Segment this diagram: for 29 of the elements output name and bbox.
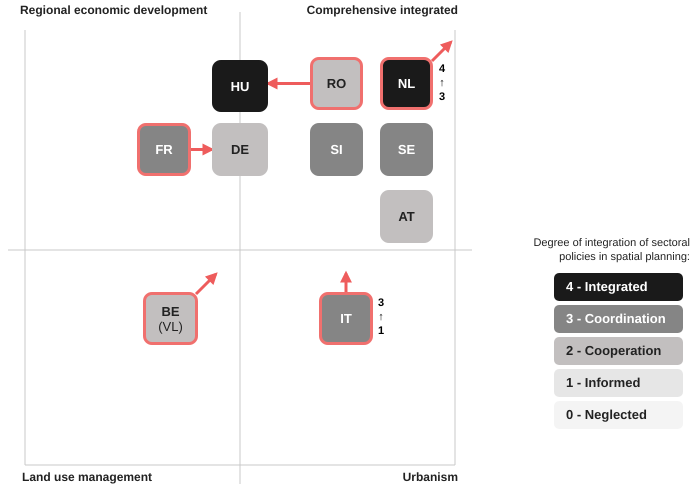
country-box: HU [212, 60, 268, 112]
country-box: FR [137, 123, 191, 176]
legend-item: 0 - Neglected [554, 401, 683, 429]
legend-item: 1 - Informed [554, 369, 683, 397]
legend-item: 4 - Integrated [554, 273, 683, 301]
country-box: RO [310, 57, 363, 110]
axis-label: Comprehensive integrated [306, 3, 458, 17]
arrow [266, 78, 310, 90]
country-box: SI [310, 123, 363, 176]
country-box: AT [380, 190, 433, 243]
country-box [143, 292, 198, 345]
axis-label: Land use management [22, 470, 152, 484]
level-change: 4 ↑ 3 [438, 62, 446, 104]
axis-label: Urbanism [402, 470, 458, 484]
country-box: SE [380, 123, 433, 176]
country-box: IT [319, 292, 373, 345]
country-box: DE [212, 123, 268, 176]
level-change: 3 ↑ 1 [377, 296, 385, 338]
arrow [340, 270, 352, 292]
arrow [194, 272, 218, 296]
legend-title: Degree of integration of sectoral policies in spatial planning: [532, 236, 690, 264]
country-box: NL [380, 57, 433, 110]
region-code: (VL) [158, 318, 183, 334]
country-code: BE [161, 304, 180, 318]
legend-item: 2 - Cooperation [554, 337, 683, 365]
legend-item: 3 - Coordination [554, 305, 683, 333]
arrow [430, 40, 453, 62]
axis-label: Regional economic development [20, 3, 208, 17]
arrow [191, 144, 214, 156]
